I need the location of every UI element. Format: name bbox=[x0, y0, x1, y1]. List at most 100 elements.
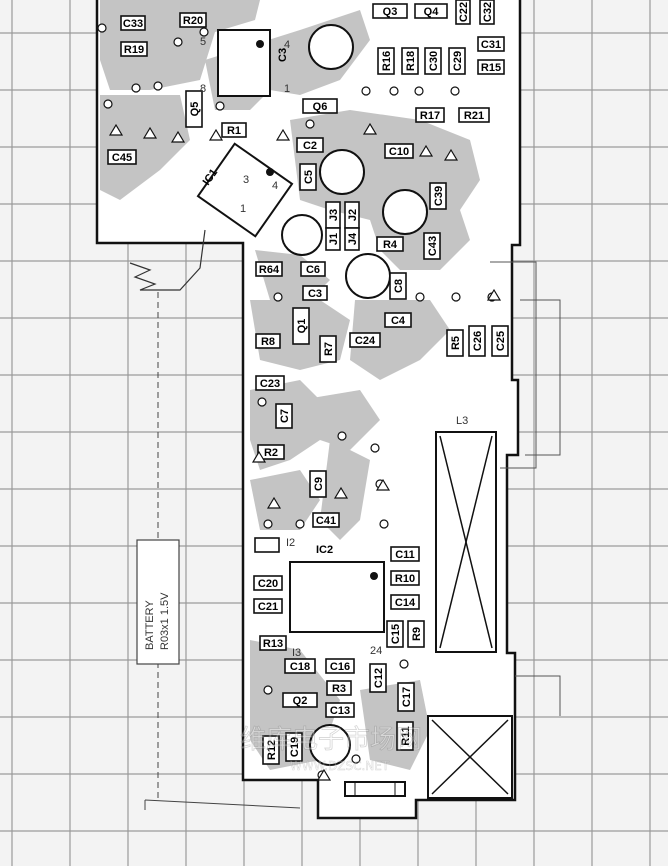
component-body bbox=[185, 90, 203, 128]
component-body bbox=[259, 635, 287, 651]
component-r17: R17 bbox=[415, 107, 445, 123]
component-r10: R10 bbox=[390, 570, 420, 586]
component-label: R64 bbox=[259, 264, 280, 276]
component-body bbox=[491, 325, 509, 357]
component-body bbox=[296, 137, 324, 153]
component-c17: C17 bbox=[397, 682, 415, 712]
component-c15: C15 bbox=[386, 620, 404, 648]
component-body bbox=[257, 444, 285, 460]
l3-label: L3 bbox=[456, 415, 468, 427]
component-label: C8 bbox=[393, 279, 405, 293]
component-body bbox=[299, 163, 317, 191]
component-body bbox=[319, 335, 337, 363]
component-label: R9 bbox=[411, 627, 423, 641]
component-label: C45 bbox=[112, 152, 132, 164]
component-label: J2 bbox=[347, 209, 359, 221]
component-label: Q5 bbox=[189, 102, 201, 117]
component-body bbox=[458, 107, 490, 123]
component-r5: R5 bbox=[446, 329, 464, 357]
component-label: C10 bbox=[389, 146, 409, 158]
component-label: C31 bbox=[481, 39, 501, 51]
battery-label-2: R03x1 1.5V bbox=[159, 592, 171, 650]
component-body bbox=[479, 0, 495, 25]
component-label: R21 bbox=[464, 110, 484, 122]
component-body bbox=[349, 332, 381, 348]
component-label: R4 bbox=[383, 239, 398, 251]
component-c24: C24 bbox=[349, 332, 381, 348]
component-label: C30 bbox=[428, 51, 440, 71]
component-r20: R20 bbox=[179, 12, 207, 28]
component-c9: C9 bbox=[309, 470, 327, 498]
component-c12: C12 bbox=[369, 663, 387, 693]
component-body bbox=[284, 658, 316, 674]
component-c29: C29 bbox=[448, 47, 466, 75]
component-body bbox=[312, 512, 340, 528]
component-label: R17 bbox=[420, 110, 440, 122]
component-body bbox=[455, 0, 471, 25]
watermark-text: 维库电子市场网 bbox=[240, 725, 422, 755]
component-body bbox=[390, 594, 420, 610]
component-q1: Q1 bbox=[292, 307, 310, 345]
component-body bbox=[397, 682, 415, 712]
component-r19: R19 bbox=[120, 41, 148, 57]
component-body bbox=[282, 692, 318, 708]
component-label: C26 bbox=[472, 331, 484, 351]
component-body bbox=[477, 36, 505, 52]
component-body bbox=[401, 47, 419, 75]
component-label: C7 bbox=[279, 409, 291, 423]
component-label: R15 bbox=[481, 62, 501, 74]
component-c31: C31 bbox=[477, 36, 505, 52]
component-label: Q3 bbox=[383, 6, 398, 18]
component-q3: Q3 bbox=[372, 3, 408, 19]
component-body bbox=[407, 620, 425, 648]
component-body bbox=[221, 122, 247, 138]
component-body bbox=[369, 663, 387, 693]
component-body bbox=[376, 236, 404, 252]
component-i2 bbox=[254, 537, 280, 553]
i3-label: I3 bbox=[292, 647, 301, 659]
component-label: C3 bbox=[308, 288, 322, 300]
component-body bbox=[120, 15, 146, 31]
component-c3: C3 bbox=[302, 285, 328, 301]
component-c16: C16 bbox=[325, 658, 355, 674]
component-label: C13 bbox=[330, 705, 350, 717]
component-label: C9 bbox=[313, 477, 325, 491]
component-label: Q2 bbox=[293, 695, 308, 707]
component-body bbox=[424, 47, 442, 75]
component-label: C2 bbox=[303, 140, 317, 152]
component-c39: C39 bbox=[429, 182, 447, 210]
component-body bbox=[253, 575, 283, 591]
ic-label: IC2 bbox=[316, 544, 333, 556]
component-label: R7 bbox=[323, 342, 335, 356]
component-r13: R13 bbox=[259, 635, 287, 651]
component-c41: C41 bbox=[312, 512, 340, 528]
mounting-holes bbox=[281, 24, 428, 766]
component-label: C39 bbox=[433, 186, 445, 206]
component-r3: R3 bbox=[326, 680, 352, 696]
component-label: J3 bbox=[328, 209, 340, 221]
component-r64: R64 bbox=[255, 261, 283, 277]
ic1-pin-4: 4 bbox=[272, 180, 278, 192]
component-label: R20 bbox=[183, 15, 203, 27]
component-body bbox=[477, 59, 505, 75]
component-r2: R2 bbox=[257, 444, 285, 460]
watermark: 维库电子市场网 WWW.DZSC.NET bbox=[240, 725, 423, 774]
component-r21: R21 bbox=[458, 107, 490, 123]
component-label: R12 bbox=[266, 740, 278, 760]
component-c7: C7 bbox=[275, 403, 293, 429]
component-c22: C22 bbox=[455, 0, 471, 25]
component-c45: C45 bbox=[107, 149, 137, 165]
ic1-pin-3: 3 bbox=[243, 174, 249, 186]
component-body bbox=[179, 12, 207, 28]
component-body bbox=[255, 375, 285, 391]
watermark-url: WWW.DZSC.NET bbox=[290, 759, 390, 773]
ic-c3: C3 bbox=[217, 29, 289, 97]
ic1-pin-1: 1 bbox=[240, 203, 246, 215]
component-c11: C11 bbox=[390, 546, 420, 562]
triangle-markers bbox=[108, 122, 502, 781]
component-body bbox=[448, 47, 466, 75]
